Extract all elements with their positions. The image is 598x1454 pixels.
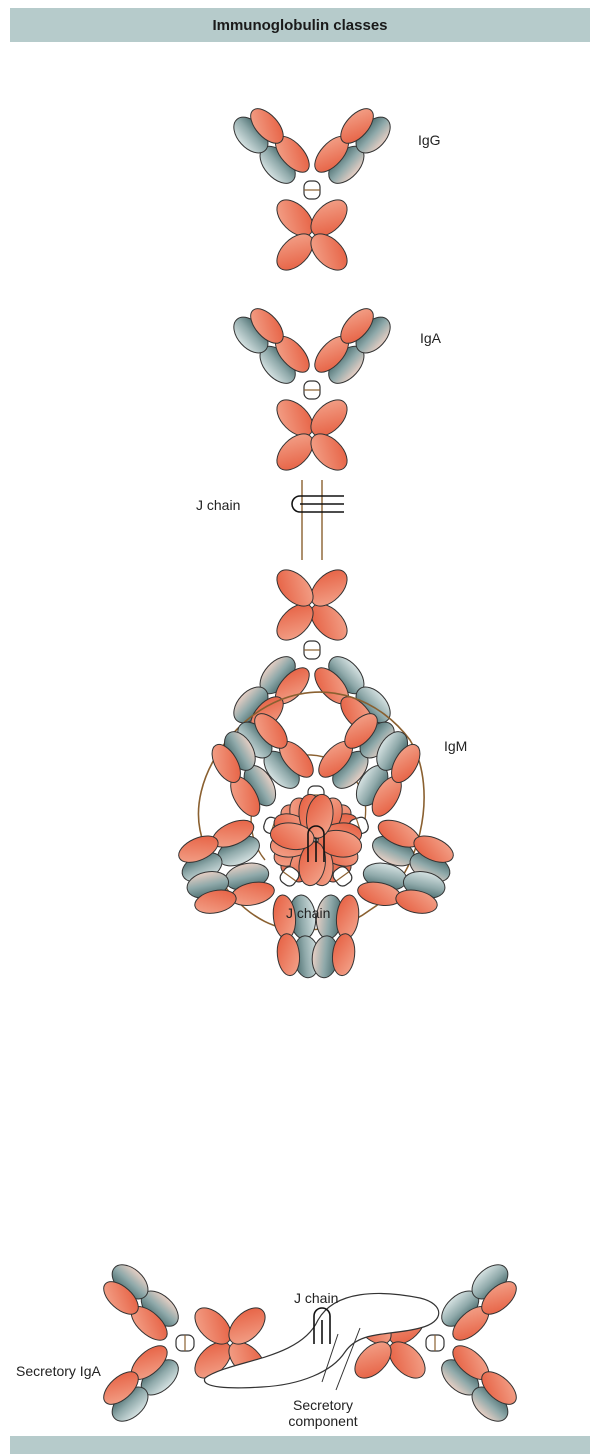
iga-label: IgA [420, 330, 441, 346]
footer-bar [10, 1436, 590, 1454]
igg-molecule [227, 100, 397, 277]
iga-jchain-label: J chain [196, 497, 240, 513]
siga-jchain-label: J chain [294, 1290, 338, 1306]
siga-label: Secretory IgA [16, 1363, 101, 1379]
iga-jchain-icon [292, 496, 344, 512]
iga-dimer [227, 300, 397, 740]
secretory-component-line2: component [268, 1413, 378, 1429]
secretory-component-label: Secretory component [268, 1397, 378, 1429]
secretory-component-line1: Secretory [268, 1397, 378, 1413]
igm-jchain-label: J chain [286, 905, 330, 921]
igm-label: IgM [444, 738, 467, 754]
igm-pentamer [161, 692, 470, 999]
igg-label: IgG [418, 132, 441, 148]
